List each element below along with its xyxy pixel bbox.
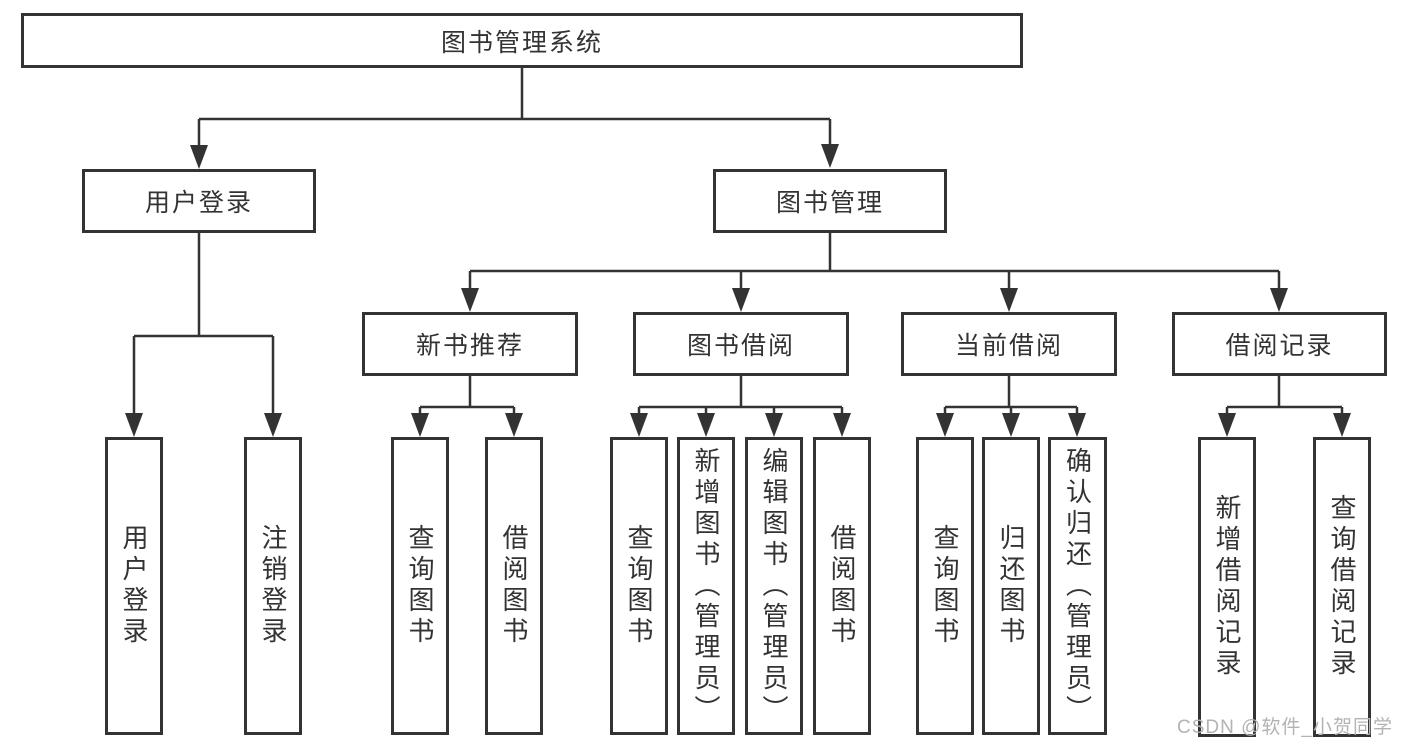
node-new-book-recommend-label: 新书推荐 [415,332,524,360]
leaf-bb-borrow-books-label: 借阅图书 [827,524,857,648]
leaf-user-login: 用户登录 [105,437,163,735]
node-current-borrow: 当前借阅 [901,312,1117,376]
leaf-bb-borrow-books: 借阅图书 [813,437,871,735]
node-book-borrow: 图书借阅 [633,312,849,376]
node-borrow-records: 借阅记录 [1172,312,1387,376]
leaf-br-add-record: 新增借阅记录 [1198,437,1256,737]
leaf-br-query-record-label: 查询借阅记录 [1327,494,1357,680]
leaf-nb-borrow-books-label: 借阅图书 [499,524,529,648]
node-root-system: 图书管理系统 [21,13,1023,68]
leaf-bb-query-books: 查询图书 [610,437,668,735]
arrowhead-icons [125,144,1351,437]
leaf-bb-query-books-label: 查询图书 [624,524,654,648]
leaf-bb-edit-books-admin-label: 编辑图书（管理员） [759,446,789,726]
node-user-login: 用户登录 [82,169,316,233]
node-book-borrow-label: 图书借阅 [686,332,795,360]
connector-lines [132,68,1344,414]
leaf-bb-add-books-admin: 新增图书（管理员） [677,437,735,735]
leaf-cb-query-books: 查询图书 [916,437,974,735]
leaf-nb-borrow-books: 借阅图书 [485,437,543,735]
node-current-borrow-label: 当前借阅 [954,332,1063,360]
node-borrow-records-label: 借阅记录 [1225,332,1334,360]
node-book-management: 图书管理 [713,169,947,233]
node-book-management-label: 图书管理 [775,189,884,217]
node-root-label: 图书管理系统 [440,28,603,57]
node-new-book-recommend: 新书推荐 [362,312,578,376]
leaf-br-query-record: 查询借阅记录 [1313,437,1371,737]
leaf-cb-confirm-return-admin: 确认归还（管理员） [1048,437,1107,735]
leaf-bb-edit-books-admin: 编辑图书（管理员） [745,437,803,735]
leaf-nb-query-books: 查询图书 [391,437,449,735]
leaf-bb-add-books-admin-label: 新增图书（管理员） [691,446,721,726]
leaf-br-add-record-label: 新增借阅记录 [1212,494,1242,680]
leaf-nb-query-books-label: 查询图书 [405,524,435,648]
leaf-cb-query-books-label: 查询图书 [930,524,960,648]
leaf-cb-return-books-label: 归还图书 [996,524,1026,648]
node-user-login-label: 用户登录 [144,189,253,217]
leaf-cb-confirm-return-admin-label: 确认归还（管理员） [1062,446,1093,726]
leaf-cb-return-books: 归还图书 [982,437,1040,735]
leaf-user-login-label: 用户登录 [119,524,149,648]
leaf-logout-label: 注销登录 [258,524,288,648]
csdn-watermark: CSDN @软件_小贺同学 [1177,717,1393,738]
leaf-logout: 注销登录 [244,437,302,735]
